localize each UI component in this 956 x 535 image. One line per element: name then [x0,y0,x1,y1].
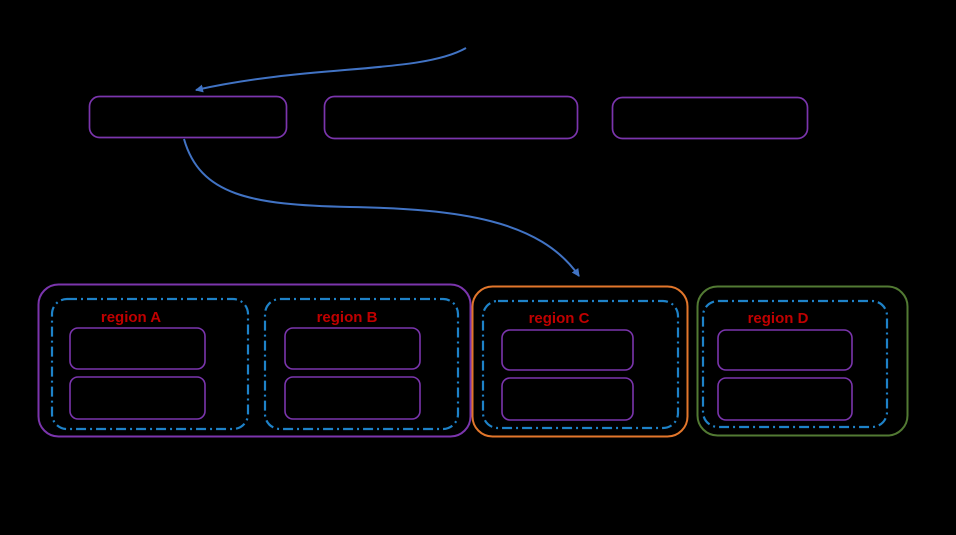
region-d-boundary [701,299,889,429]
container-regions-ab [37,283,472,438]
container-region-d [696,285,909,437]
region-a-node-2 [69,376,206,420]
top-node-1 [88,95,288,139]
region-c-node-2 [501,377,634,421]
region-a-label: region A [101,309,161,326]
arrow-to-first-node [195,47,467,93]
region-b-node-2 [284,376,421,420]
region-a-boundary [50,297,250,431]
region-a-node-1 [69,327,206,370]
region-b-boundary [263,297,460,431]
region-b-label: region B [317,309,378,326]
region-c-label: region C [529,310,590,327]
top-node-2 [323,95,579,140]
arrow-first-node-to-region-c [183,138,580,277]
region-d-node-1 [717,329,853,371]
region-c-node-1 [501,329,634,371]
region-d-node-2 [717,377,853,421]
region-c-boundary [481,299,680,430]
container-region-c [471,285,689,438]
top-node-3 [611,96,809,140]
region-d-label: region D [748,310,809,327]
region-b-node-1 [284,327,421,370]
